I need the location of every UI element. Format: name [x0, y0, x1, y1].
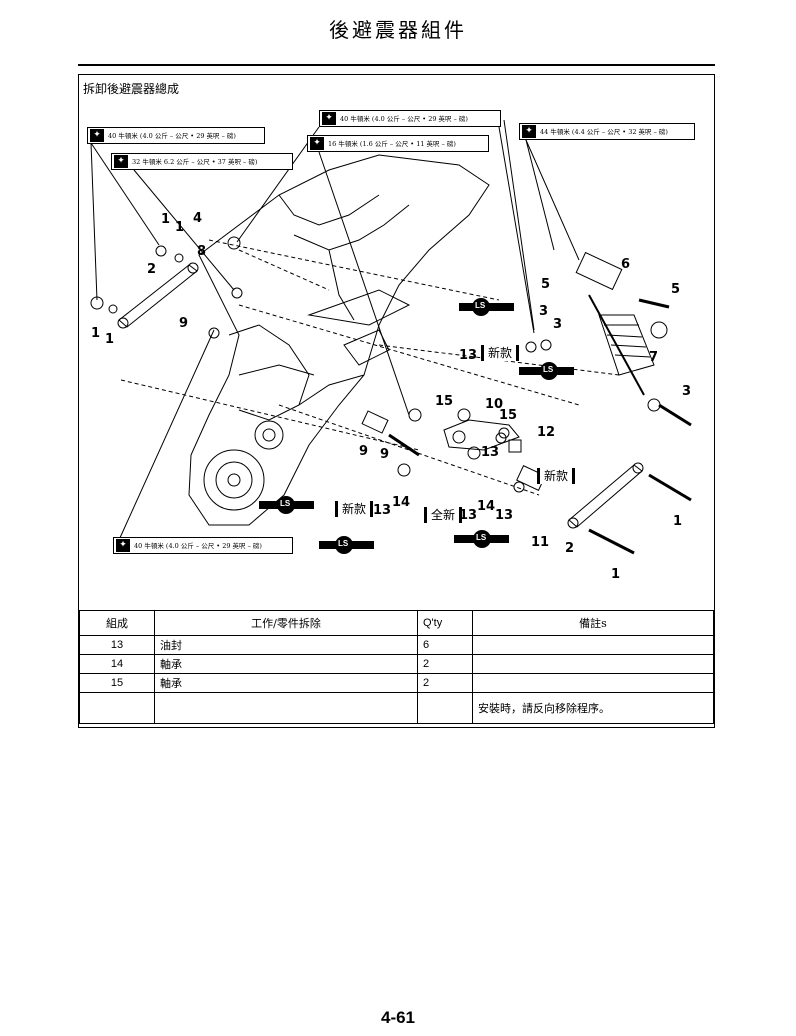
lube-label: LS [280, 499, 291, 508]
cell-job [154, 692, 418, 724]
torque-text: 40 牛頓米 (4.0 公斤 – 公尺 • 29 英呎 – 磅) [134, 542, 262, 550]
callout-number: 6 [621, 257, 631, 272]
callout-number: 3 [682, 384, 692, 399]
column-header-qty: Q'ty [417, 610, 473, 636]
cell-remarks [472, 654, 714, 674]
column-header-order: 組成 [79, 610, 155, 636]
torque-text: 40 牛頓米 (4.0 公斤 – 公尺 • 29 英呎 – 磅) [340, 115, 468, 123]
callout-number: 15 [435, 394, 454, 409]
title-rule [78, 64, 715, 66]
callout-number: 3 [553, 317, 563, 332]
column-header-job: 工作/零件拆除 [154, 610, 418, 636]
cell-job: 軸承 [154, 673, 418, 693]
lube-label: LS [475, 301, 486, 310]
torque-text: 44 牛頓米 (4.4 公斤 – 公尺 • 32 英呎 – 磅) [540, 128, 668, 136]
torque-spec-box: ✦ 40 牛頓米 (4.0 公斤 – 公尺 • 29 英呎 – 磅) [113, 537, 293, 554]
lube-label: LS [543, 365, 554, 374]
torque-spec-box: ✦ 40 牛頓米 (4.0 公斤 – 公尺 • 29 英呎 – 磅) [319, 110, 501, 127]
content-frame: 拆卸後避震器總成 [78, 74, 715, 728]
callout-number: 1 [161, 212, 171, 227]
callout-number: 13 [373, 503, 392, 518]
torque-text: 32 牛頓米 6.2 公斤 – 公尺 • 37 英呎 – 磅) [132, 158, 258, 166]
torque-wrench-icon: ✦ [522, 125, 536, 138]
torque-wrench-icon: ✦ [114, 155, 128, 168]
cell-order [79, 692, 155, 724]
section-heading: 拆卸後避震器總成 [83, 82, 180, 96]
cell-qty: 2 [417, 654, 473, 674]
table-row: 安裝時，請反向移除程序。 [79, 692, 714, 724]
callout-number: 10 [485, 397, 504, 412]
cell-remarks: 安裝時，請反向移除程序。 [472, 692, 714, 724]
lube-markers [259, 298, 574, 554]
callout-number: 3 [539, 304, 549, 319]
callout-number: 14 [392, 495, 411, 510]
callout-number: 5 [671, 282, 681, 297]
callout-number: 15 [499, 408, 518, 423]
connecting-arm [443, 419, 520, 451]
column-header-remarks: 備註s [472, 610, 714, 636]
cell-qty [417, 692, 473, 724]
callout-number: 2 [147, 262, 157, 277]
callout-number: 7 [649, 350, 659, 365]
cell-job: 油封 [154, 635, 418, 655]
parts-table: 組成 工作/零件拆除 Q'ty 備註s 13 油封 6 14 軸承 2 15 軸… [79, 610, 714, 724]
new-tag: 新款 [481, 345, 520, 361]
callout-number: 12 [537, 425, 556, 440]
table-header-row: 組成 工作/零件拆除 Q'ty 備註s [79, 610, 714, 636]
callout-number: 9 [179, 316, 189, 331]
lube-label: LS [338, 539, 349, 548]
callout-number: 14 [477, 499, 496, 514]
cell-qty: 6 [417, 635, 473, 655]
callout-number: 1 [611, 567, 621, 582]
cell-order: 15 [79, 673, 155, 693]
torque-wrench-icon: ✦ [116, 539, 130, 552]
callout-number: 1 [105, 332, 115, 347]
callout-number: 2 [565, 541, 575, 556]
torque-spec-box: ✦ 32 牛頓米 6.2 公斤 – 公尺 • 37 英呎 – 磅) [111, 153, 293, 170]
cell-order: 13 [79, 635, 155, 655]
torque-text: 16 牛頓米 (1.6 公斤 – 公尺 • 11 英呎 – 磅) [328, 140, 456, 148]
frame-outline [188, 154, 490, 526]
torque-spec-box: ✦ 16 牛頓米 (1.6 公斤 – 公尺 • 11 英呎 – 磅) [307, 135, 489, 152]
callout-number: 11 [531, 535, 550, 550]
callout-number: 1 [91, 326, 101, 341]
table-row: 13 油封 6 [79, 635, 714, 655]
callout-number: 8 [197, 244, 207, 259]
callout-number: 1 [673, 514, 683, 529]
table-row: 15 軸承 2 [79, 673, 714, 693]
page-title: 後避震器組件 [329, 18, 467, 42]
new-tag: 新款 [335, 501, 374, 517]
shock-absorber [575, 251, 668, 412]
cell-remarks [472, 673, 714, 693]
torque-wrench-icon: ✦ [310, 137, 324, 150]
callout-number: 9 [380, 447, 390, 462]
cell-order: 14 [79, 654, 155, 674]
sprocket [203, 449, 265, 511]
page-number: 4-61 [380, 1008, 416, 1027]
callout-number: 5 [541, 277, 551, 292]
torque-text: 40 牛頓米 (4.0 公斤 – 公尺 • 29 英呎 – 磅) [108, 132, 236, 140]
cell-qty: 2 [417, 673, 473, 693]
callout-number: 1 [175, 220, 185, 235]
callout-number: 13 [459, 348, 478, 363]
relay-arm-lower [568, 464, 643, 528]
all-new-tag: 全新 [424, 507, 463, 523]
cell-remarks [472, 635, 714, 655]
callout-number: 13 [481, 445, 500, 460]
callout-number: 4 [193, 211, 203, 226]
callout-number: 9 [359, 444, 369, 459]
table-row: 14 軸承 2 [79, 654, 714, 674]
torque-spec-box: ✦ 40 牛頓米 (4.0 公斤 – 公尺 • 29 英呎 – 磅) [87, 127, 265, 144]
cell-job: 軸承 [154, 654, 418, 674]
torque-spec-box: ✦ 44 牛頓米 (4.4 公斤 – 公尺 • 32 英呎 – 磅) [519, 123, 695, 140]
new-tag: 新款 [537, 468, 576, 484]
callout-number: 13 [495, 508, 514, 523]
callout-number: 13 [459, 508, 478, 523]
exploded-diagram [90, 119, 692, 555]
torque-wrench-icon: ✦ [322, 112, 336, 125]
lube-label: LS [476, 533, 487, 542]
torque-wrench-icon: ✦ [90, 129, 104, 142]
